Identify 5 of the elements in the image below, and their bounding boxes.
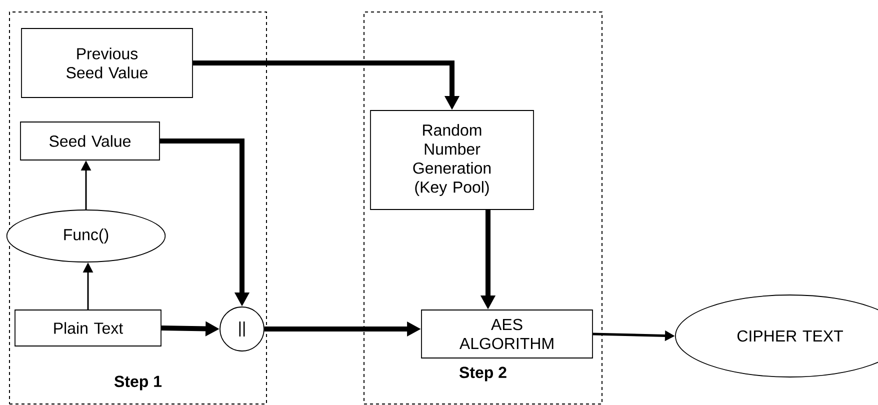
process-box: AES ALGORITHM <box>421 310 593 358</box>
process-box: Seed Value <box>20 122 160 160</box>
process-box: Previous Seed Value <box>21 28 193 98</box>
process-box: Plain Text <box>14 310 162 346</box>
process-box: Random Number Generation (Key Pool) <box>370 110 534 210</box>
